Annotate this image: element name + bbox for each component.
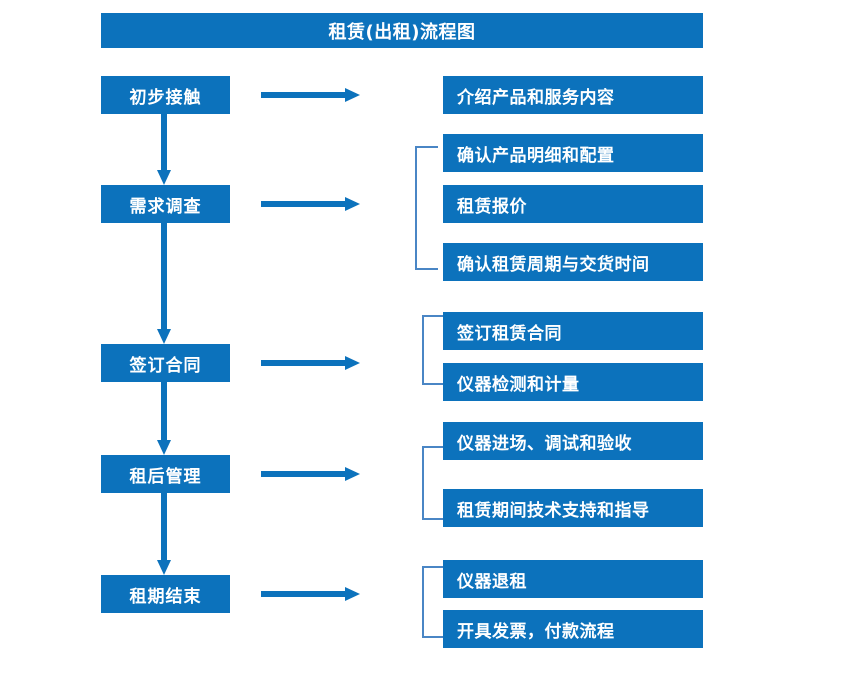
group-bracket-requirement-survey xyxy=(415,146,438,270)
vertical-arrow-icon-4 xyxy=(157,493,171,575)
group-bracket-sign-contract xyxy=(422,315,445,385)
vertical-arrow-icon-2 xyxy=(157,223,171,344)
detail-box-confirm-product-details[interactable]: 确认产品明细和配置 xyxy=(443,134,703,172)
stage-box-post-rental-management[interactable]: 租后管理 xyxy=(101,455,230,493)
detail-box-confirm-rental-period[interactable]: 确认租赁周期与交货时间 xyxy=(443,243,703,281)
arrow-right-icon-5 xyxy=(261,587,360,601)
arrow-right-icon-3 xyxy=(261,356,360,370)
detail-box-instrument-return[interactable]: 仪器退租 xyxy=(443,560,703,598)
detail-box-rental-quotation[interactable]: 租赁报价 xyxy=(443,185,703,223)
arrow-right-icon-4 xyxy=(261,467,360,481)
stage-box-rental-end[interactable]: 租期结束 xyxy=(101,575,230,613)
arrow-right-icon-2 xyxy=(261,197,360,211)
group-bracket-rental-end xyxy=(422,566,445,638)
detail-box-technical-support[interactable]: 租赁期间技术支持和指导 xyxy=(443,489,703,527)
detail-box-instrument-installation[interactable]: 仪器进场、调试和验收 xyxy=(443,422,703,460)
page-title: 租赁(出租)流程图 xyxy=(101,13,703,48)
group-bracket-post-rental-management xyxy=(422,446,445,520)
vertical-arrow-icon-3 xyxy=(157,382,171,455)
detail-box-sign-rental-contract[interactable]: 签订租赁合同 xyxy=(443,312,703,350)
stage-box-initial-contact[interactable]: 初步接触 xyxy=(101,76,230,114)
detail-box-introduce-products[interactable]: 介绍产品和服务内容 xyxy=(443,76,703,114)
arrow-right-icon-1 xyxy=(261,88,360,102)
stage-box-requirement-survey[interactable]: 需求调查 xyxy=(101,185,230,223)
vertical-arrow-icon-1 xyxy=(157,114,171,185)
detail-box-invoice-payment[interactable]: 开具发票，付款流程 xyxy=(443,610,703,648)
stage-box-sign-contract[interactable]: 签订合同 xyxy=(101,344,230,382)
detail-box-instrument-inspection[interactable]: 仪器检测和计量 xyxy=(443,363,703,401)
